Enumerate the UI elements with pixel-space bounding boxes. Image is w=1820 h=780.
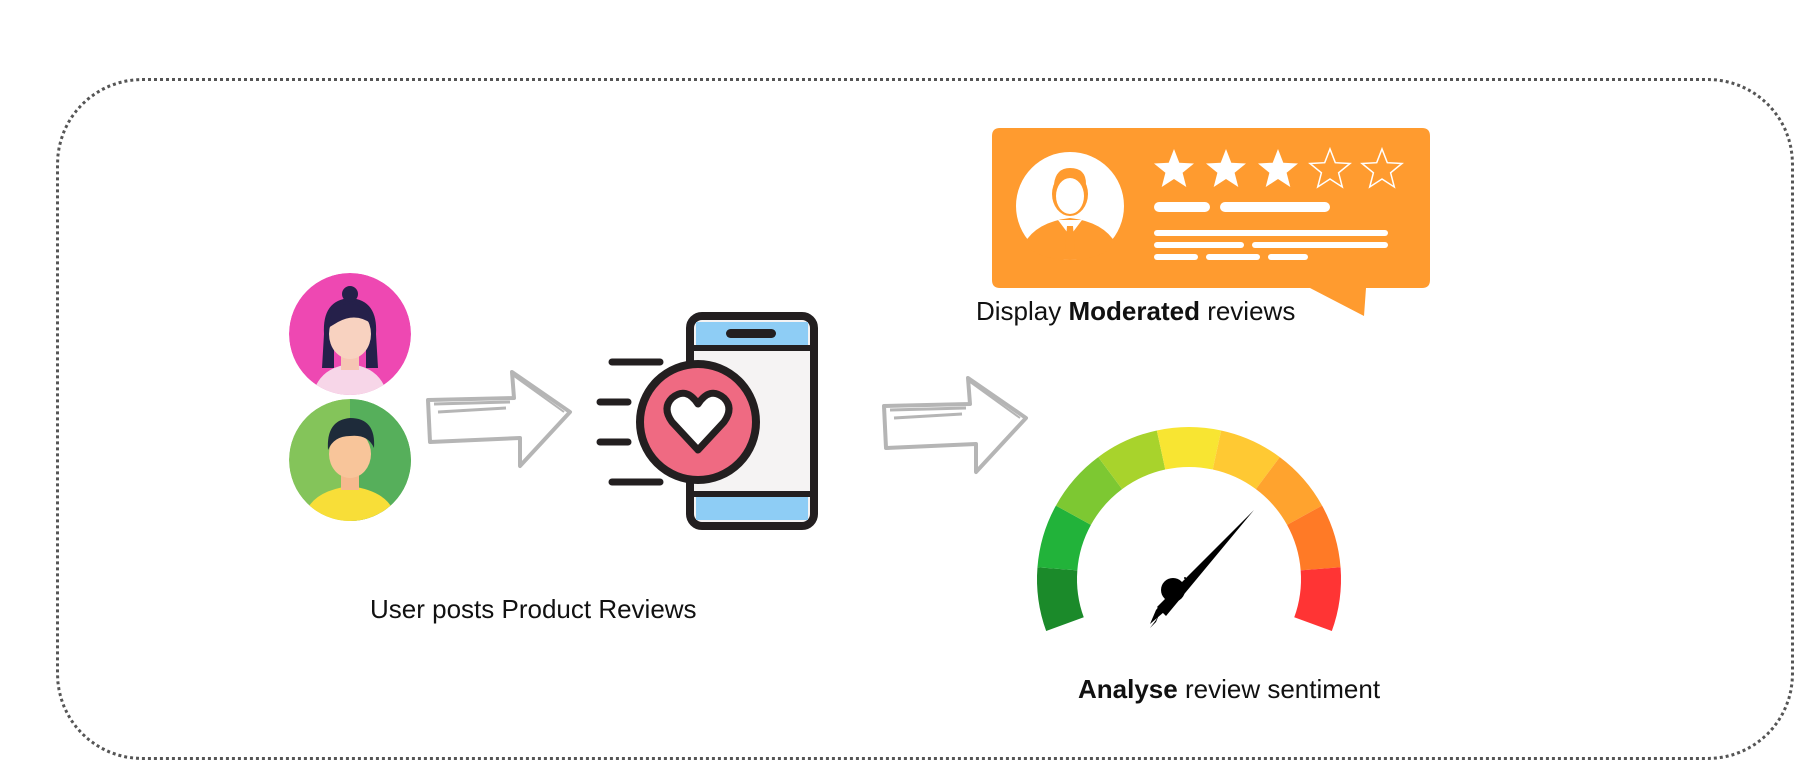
gauge-segment: [1156, 427, 1222, 470]
star-empty-icon: [1360, 146, 1404, 189]
flow-arrow-1: [426, 370, 572, 468]
male-user-icon: [289, 399, 411, 521]
gauge-segment: [1212, 430, 1280, 490]
post-caption: User posts Product Reviews: [370, 594, 697, 624]
gauge-needle: [1150, 510, 1254, 628]
display-bold: Moderated: [1068, 296, 1200, 326]
sentiment-gauge-icon: [1037, 427, 1341, 631]
diagram-frame: [56, 78, 1794, 760]
star-empty-icon: [1308, 146, 1352, 189]
display-suffix: reviews: [1207, 296, 1296, 326]
star-filled-icon: [1258, 149, 1298, 187]
analyse-bold: Analyse: [1078, 674, 1178, 704]
phone-review-icon: [596, 312, 818, 530]
star-filled-icon: [1206, 149, 1246, 187]
display-caption: Display Moderated reviews: [976, 296, 1295, 327]
reviewer-avatar-icon: [1016, 152, 1124, 260]
user-avatars: [289, 273, 411, 521]
flow-arrow-2: [882, 376, 1028, 474]
female-user-icon: [289, 273, 411, 395]
star-filled-icon: [1154, 149, 1194, 187]
analyse-caption: Analyse review sentiment: [1078, 674, 1380, 705]
analyse-suffix: review sentiment: [1184, 674, 1381, 704]
heart-icon: [663, 389, 733, 454]
gauge-segment: [1287, 505, 1341, 571]
review-card: [992, 128, 1430, 316]
gauge-segment: [1294, 567, 1341, 631]
display-prefix: Display: [976, 296, 1062, 326]
motion-lines-icon: [596, 358, 664, 486]
gauge-segment: [1037, 567, 1084, 631]
gauge-segment: [1037, 505, 1091, 571]
gauge-segment: [1098, 430, 1166, 490]
star-rating: [1154, 146, 1404, 189]
gauge-segment: [1255, 457, 1323, 525]
gauge-segment: [1055, 457, 1123, 525]
